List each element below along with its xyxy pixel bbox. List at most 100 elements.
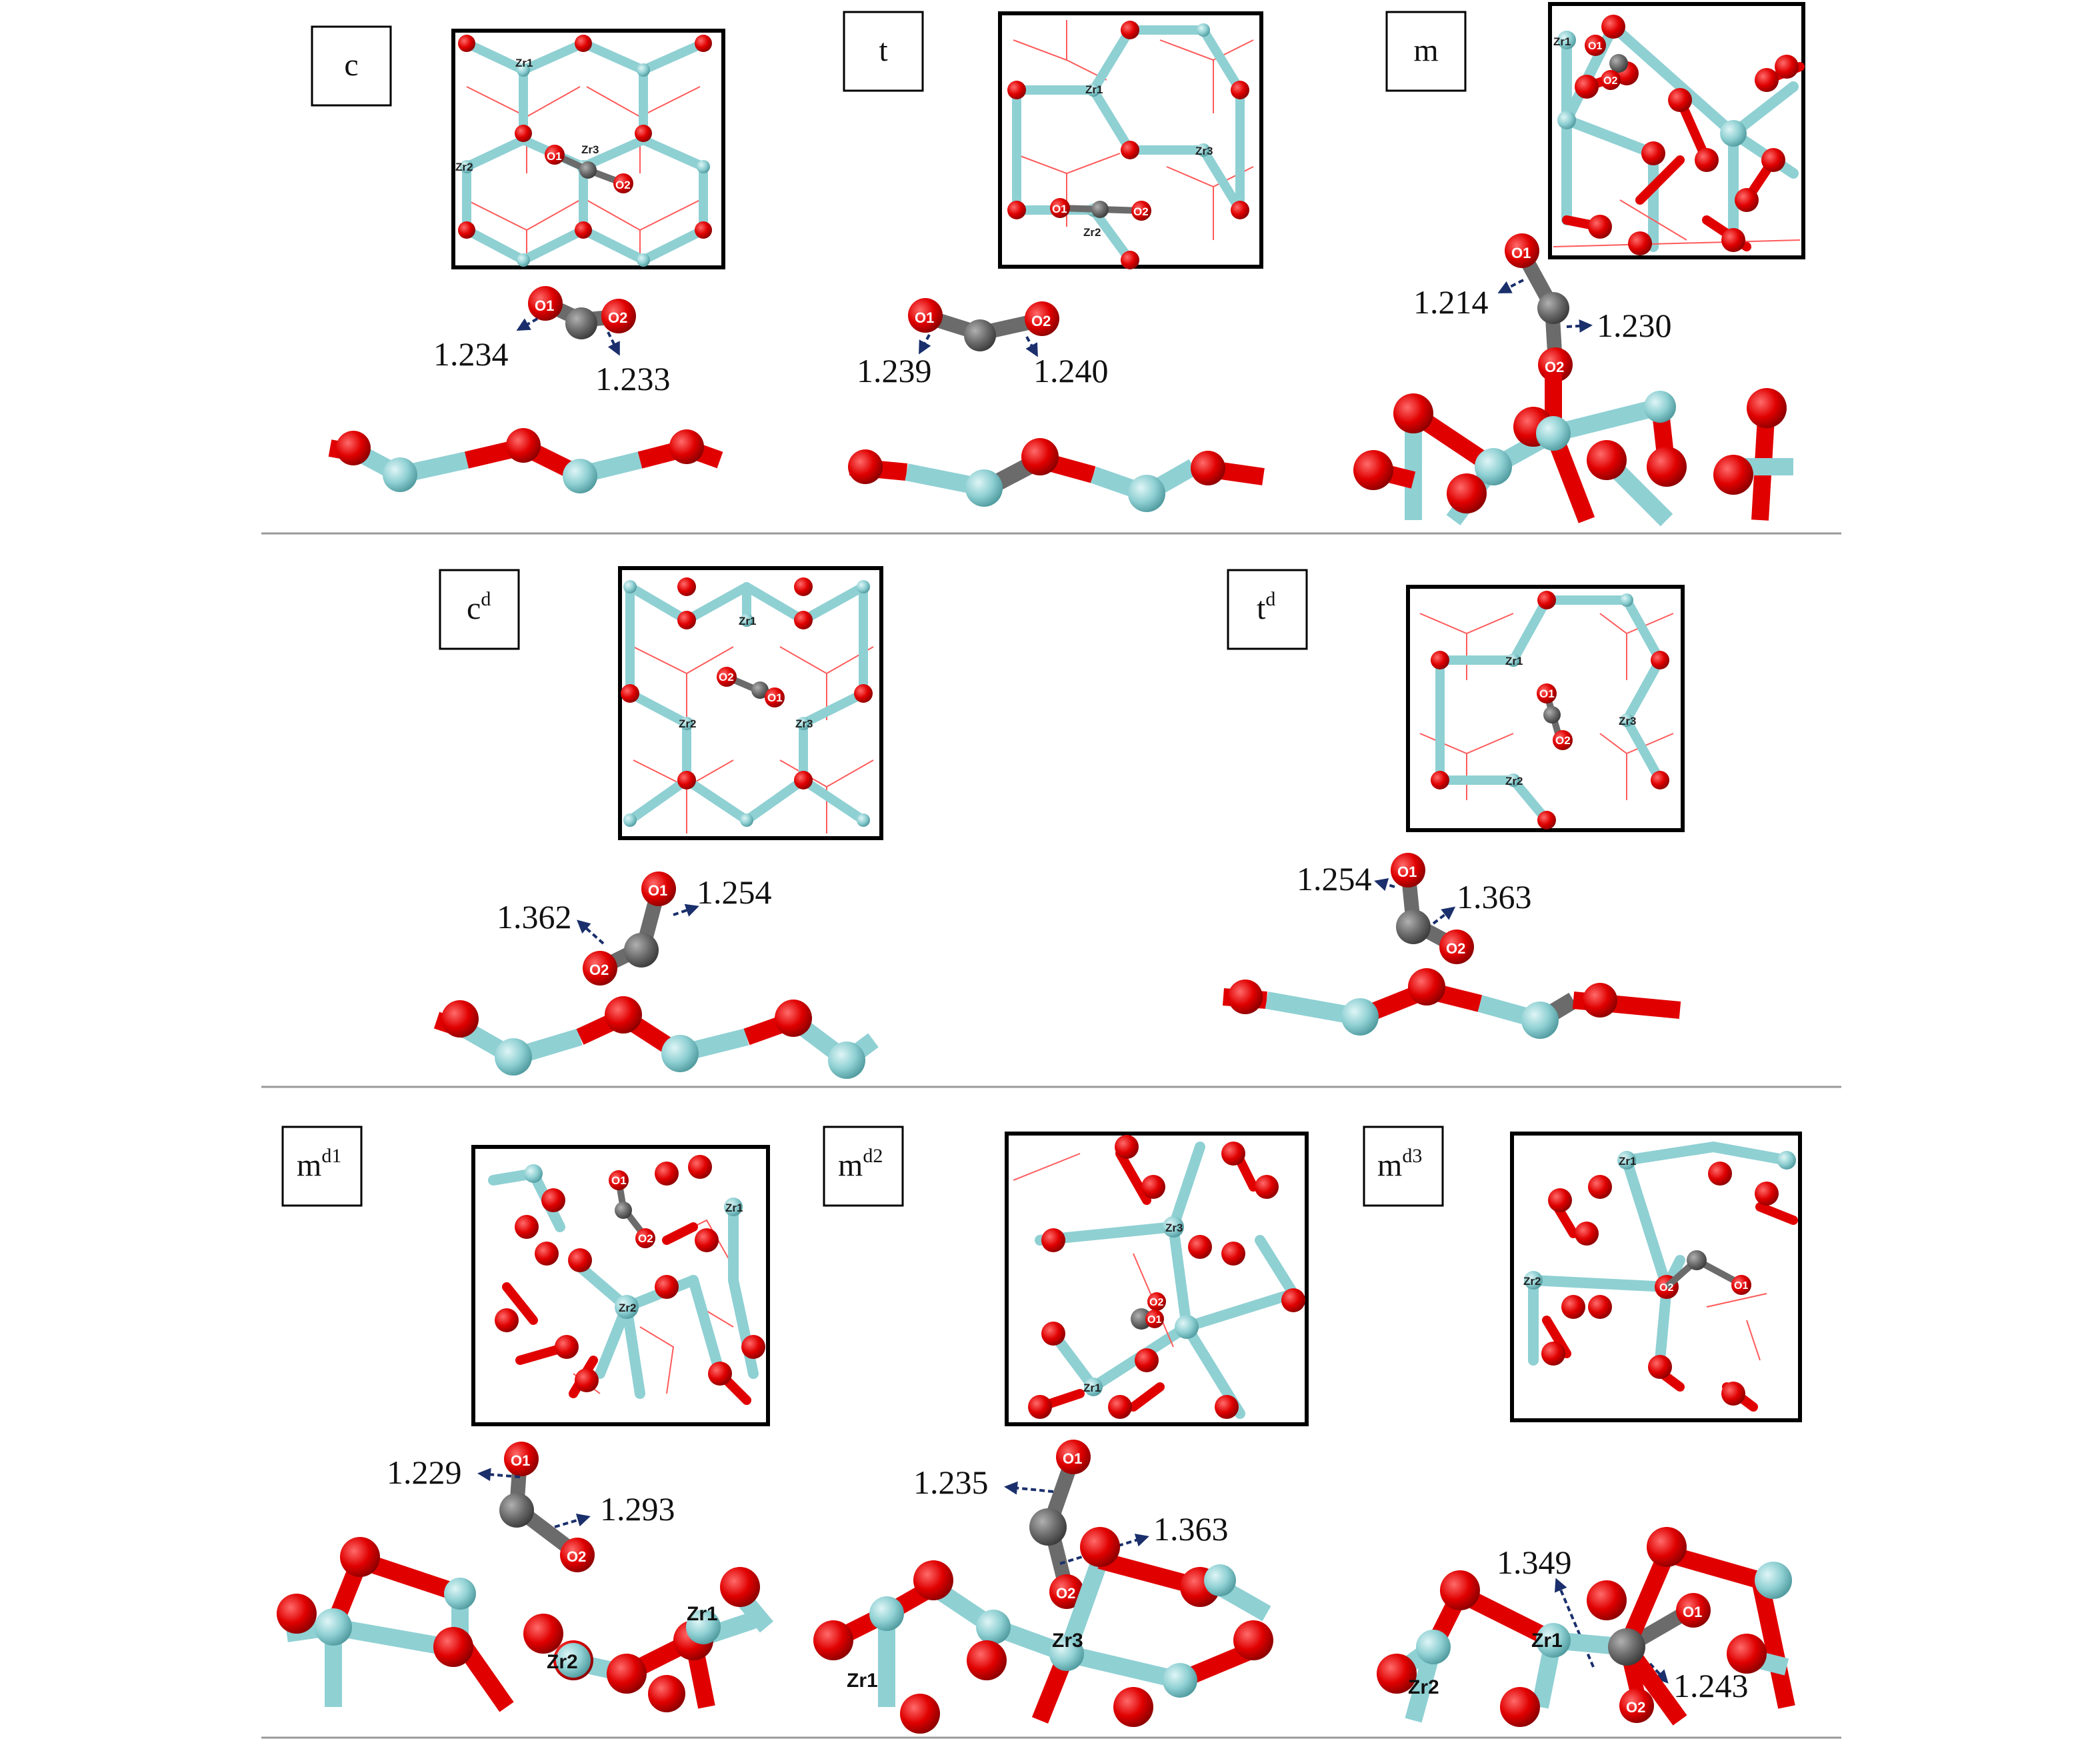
bond-length-o2: 1.363 (1457, 878, 1532, 916)
svg-text:Zr3: Zr3 (1195, 145, 1213, 157)
svg-text:O2: O2 (1149, 1297, 1163, 1308)
svg-text:Zr1: Zr1 (1505, 655, 1523, 667)
panel-label-box (823, 1126, 904, 1207)
panel-md1: md1 (277, 1126, 773, 1712)
panel-label: c (344, 47, 358, 83)
svg-text:O2: O2 (1031, 313, 1051, 329)
bond-length-o1: 1.254 (1297, 860, 1372, 898)
bond-length-o1: 1.254 (697, 874, 772, 911)
side-view: O1 O2 1.214 1.230 (1353, 233, 1793, 527)
top-view-inset: Zr1 O1 O2 (1548, 2, 1805, 259)
svg-text:Zr3: Zr3 (1165, 1222, 1183, 1234)
panel-label-box (281, 1126, 363, 1207)
co2-molecule-top (1664, 1250, 1751, 1295)
svg-text:O2: O2 (1446, 940, 1465, 957)
svg-text:Zr3: Zr3 (1619, 715, 1636, 727)
svg-text:Zr2: Zr2 (455, 161, 473, 173)
panel-label: md2 (838, 1145, 883, 1183)
svg-text:Zr2: Zr2 (1408, 1676, 1439, 1698)
svg-text:O2: O2 (567, 1548, 586, 1565)
co2-molecule-top (1537, 683, 1573, 750)
svg-text:Zr3: Zr3 (581, 143, 599, 156)
bond-length-o2: 1.349 (1497, 1544, 1572, 1581)
co2-molecule-top (545, 145, 633, 193)
svg-text:O1: O1 (1052, 203, 1067, 215)
svg-text:O2: O2 (1056, 1585, 1075, 1602)
panel-label: td (1257, 588, 1275, 626)
svg-text:Zr1: Zr1 (1531, 1630, 1563, 1652)
top-view-inset: Zr3 Zr1 O2 O1 (1005, 1132, 1309, 1426)
panel-label: cd (467, 588, 491, 626)
top-view-inset: Zr1 Zr2 O2 O1 (1510, 1132, 1802, 1422)
svg-text:O1: O1 (511, 1452, 530, 1469)
panel-label: md1 (297, 1145, 341, 1183)
svg-text:O1: O1 (648, 882, 667, 899)
bond-length-o1: 1.214 (1413, 283, 1489, 321)
svg-text:O1: O1 (767, 691, 783, 704)
co2-molecule-top (609, 1170, 655, 1248)
bond-length-o2: 1.363 (1153, 1510, 1229, 1548)
panel-md3: md3 (1363, 1126, 1802, 1727)
side-view: O1 O2 1.235 1.363 (813, 1440, 1273, 1734)
svg-text:O1: O1 (1734, 1280, 1748, 1292)
panel-label-box (843, 11, 924, 92)
svg-text:Zr1: Zr1 (1083, 1382, 1101, 1394)
svg-text:Zr2: Zr2 (1505, 775, 1523, 787)
svg-text:O2: O2 (615, 179, 631, 191)
bond-length-o1: 1.229 (387, 1454, 462, 1491)
svg-text:O1: O1 (1588, 41, 1602, 52)
svg-text:Zr2: Zr2 (1083, 226, 1101, 239)
panel-t: t (843, 11, 1265, 512)
co2-molecule-top (1131, 1292, 1166, 1330)
svg-text:Zr1: Zr1 (847, 1670, 878, 1692)
top-view-inset: Zr1 Zr2 Zr3 O1 O2 (451, 29, 725, 269)
panel-label-box (1227, 569, 1308, 650)
panel-m: m (1353, 2, 1805, 527)
bond-length-o1: 1.234 (433, 335, 509, 373)
panel-label-box (311, 25, 392, 107)
svg-text:O1: O1 (1397, 863, 1417, 880)
svg-text:Zr1: Zr1 (725, 1202, 743, 1214)
side-view: O1 O2 1.243 1.349 (1377, 1527, 1795, 1727)
svg-text:Zr1: Zr1 (1619, 1155, 1636, 1168)
side-view: O1 O2 1.234 1.233 (328, 286, 723, 493)
side-view: O1 O2 1.239 1.240 (848, 298, 1265, 512)
panel-label: md3 (1377, 1145, 1422, 1183)
svg-text:Zr2: Zr2 (1523, 1275, 1541, 1288)
svg-text:O2: O2 (638, 1232, 653, 1245)
svg-text:O2: O2 (1545, 359, 1564, 375)
svg-text:O2: O2 (1555, 734, 1571, 747)
svg-text:O2: O2 (589, 962, 609, 978)
svg-text:O1: O1 (1063, 1450, 1082, 1467)
top-view-inset: Zr1 Zr2 Zr3 O2 O1 (618, 566, 883, 840)
svg-text:Zr2: Zr2 (619, 1302, 636, 1314)
svg-text:O2: O2 (1659, 1282, 1673, 1294)
svg-text:Zr1: Zr1 (1553, 35, 1571, 48)
svg-text:O2: O2 (1626, 1699, 1645, 1716)
panel-c: c (311, 25, 725, 493)
svg-text:Zr3: Zr3 (795, 717, 813, 730)
bond-length-o2: 1.240 (1033, 352, 1109, 389)
svg-text:O1: O1 (1147, 1314, 1161, 1326)
svg-text:Zr3: Zr3 (1052, 1630, 1083, 1652)
side-view: O1 O2 1.254 1.362 (433, 872, 879, 1079)
bond-length-o2: 1.230 (1597, 307, 1672, 344)
svg-text:O1: O1 (1683, 1604, 1702, 1620)
panel-label-box (439, 569, 520, 650)
svg-text:O2: O2 (1133, 205, 1149, 218)
svg-text:Zr2: Zr2 (679, 717, 696, 730)
panel-label: m (1413, 33, 1438, 68)
panel-cd: cd (433, 566, 883, 1079)
panel-label: t (879, 33, 888, 68)
panel-md2: md2 (813, 1126, 1309, 1734)
svg-text:O1: O1 (915, 309, 934, 326)
svg-text:Zr2: Zr2 (547, 1651, 578, 1673)
bond-length-o2: 1.233 (595, 360, 671, 397)
bond-length-o1: 1.239 (857, 352, 932, 389)
svg-text:O1: O1 (535, 297, 554, 314)
svg-text:O2: O2 (1603, 75, 1617, 87)
svg-text:Zr1: Zr1 (739, 615, 756, 627)
svg-text:O2: O2 (608, 309, 627, 326)
svg-text:O1: O1 (547, 150, 562, 163)
